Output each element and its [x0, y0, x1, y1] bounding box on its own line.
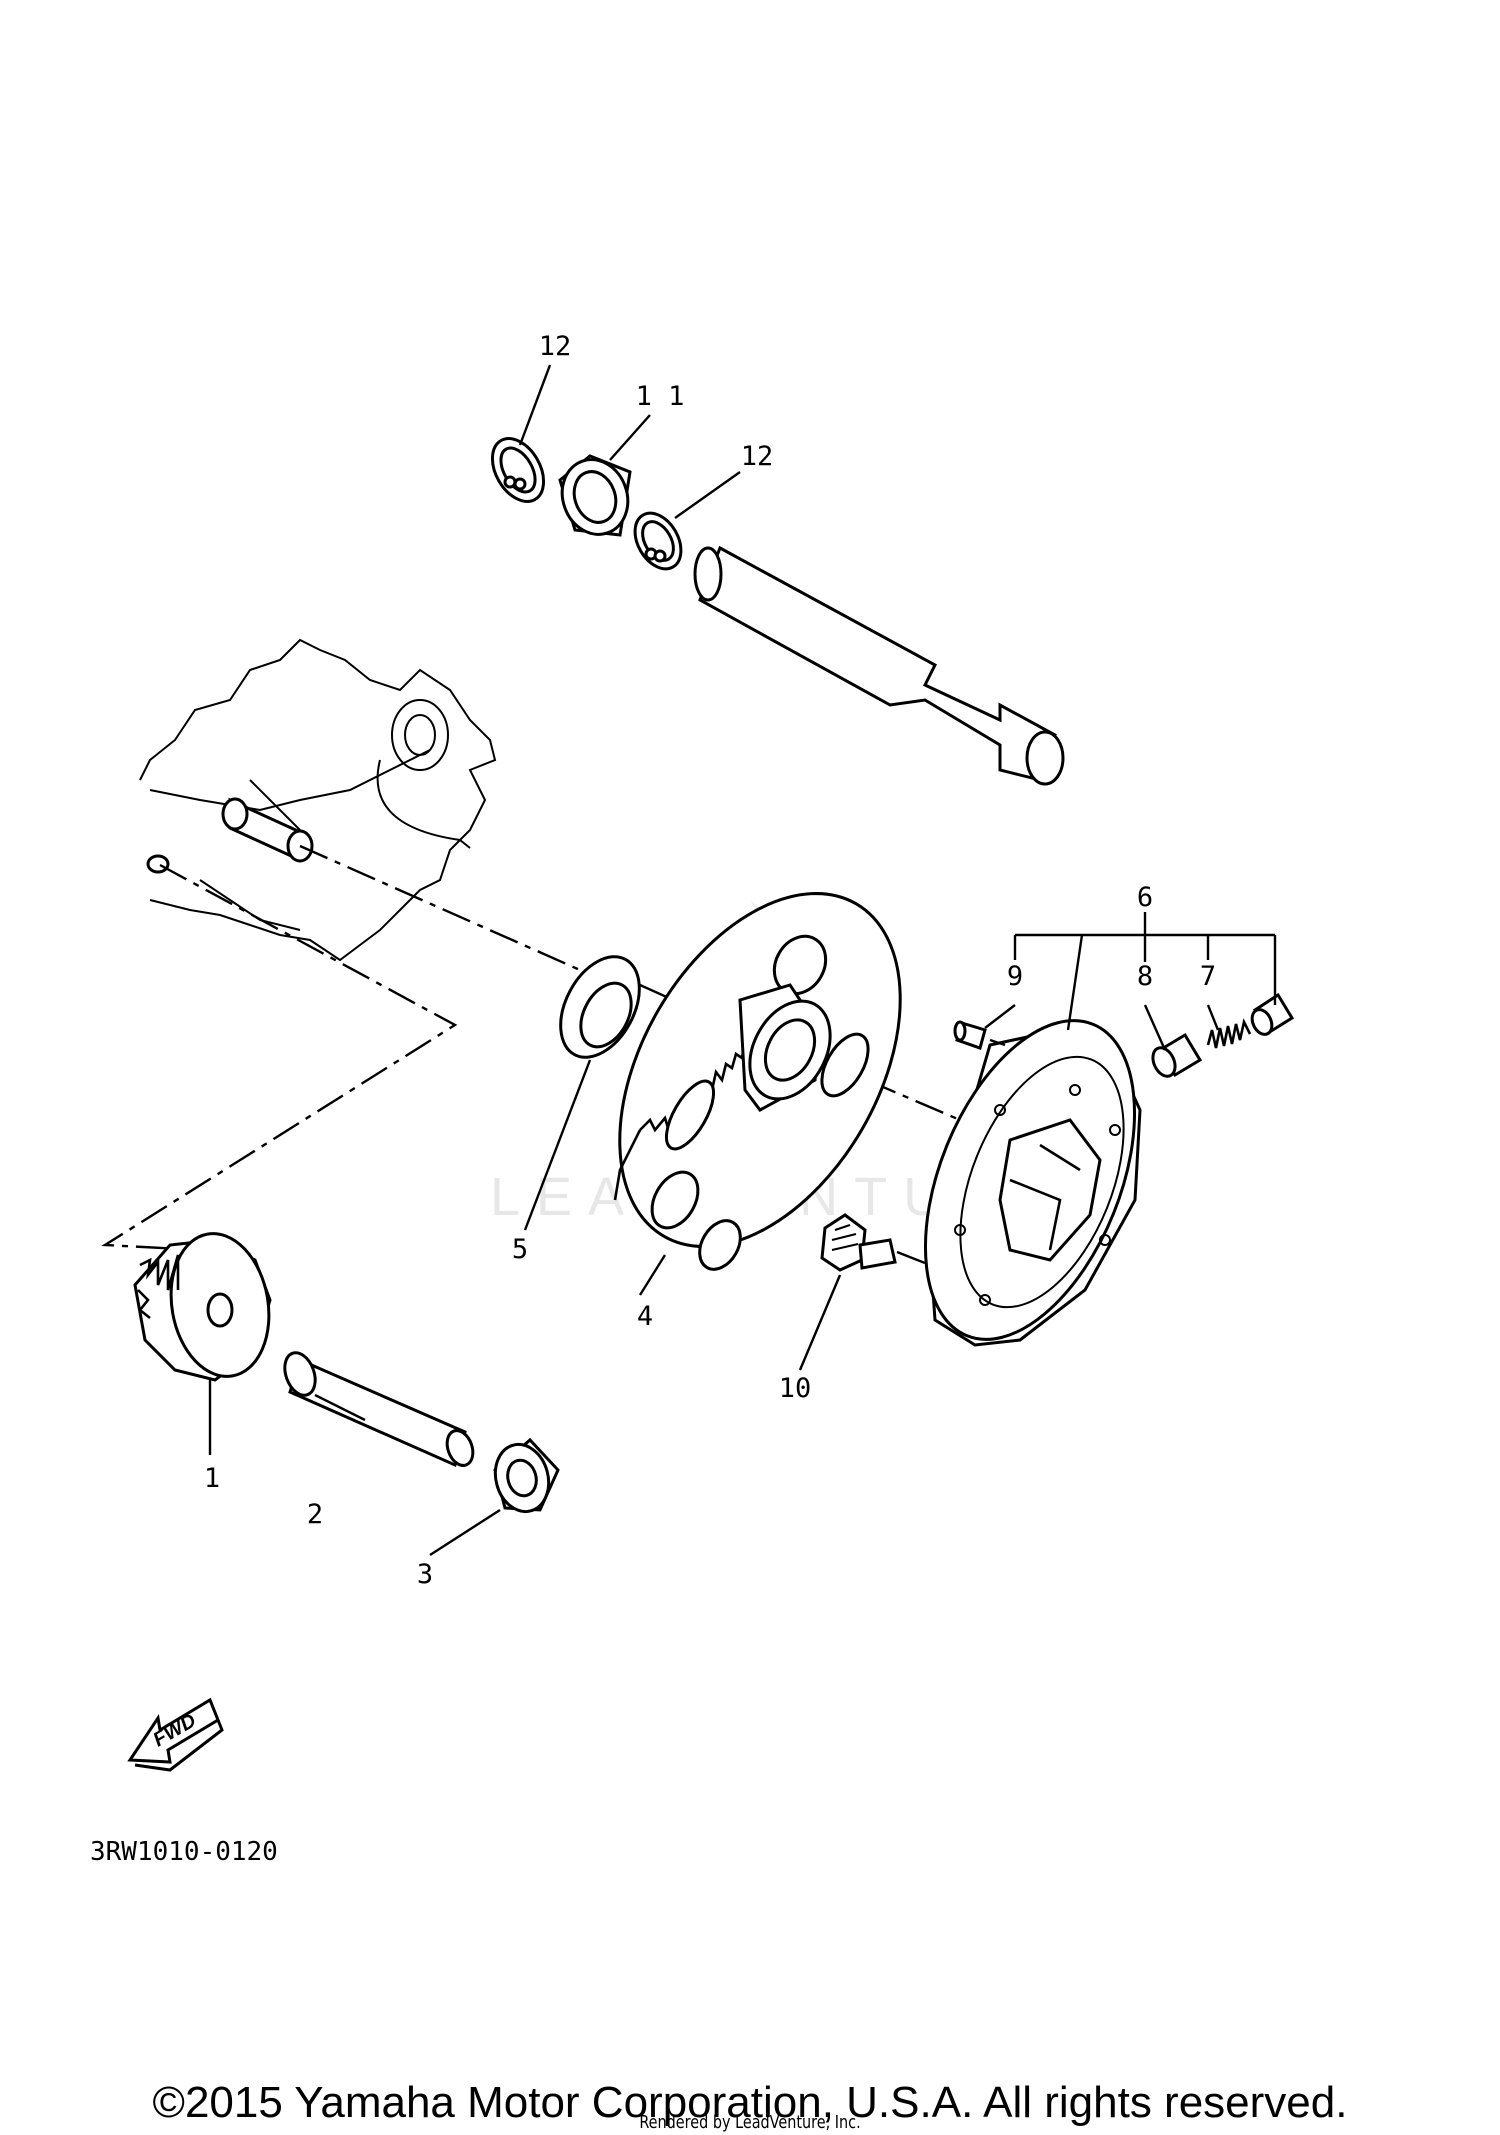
callout-12-right: 12 — [741, 441, 774, 472]
callout-4: 4 — [637, 1301, 653, 1332]
gear-axis-line — [101, 863, 458, 1252]
callout-7: 7 — [1200, 961, 1216, 992]
circlip-part-12-left — [490, 437, 546, 503]
spring-part-7 — [1206, 1018, 1252, 1049]
starter-wheel-gear-part-4 — [613, 892, 902, 1271]
callout-12-top: 12 — [539, 331, 572, 362]
diagram-code: 3RW1010-0120 — [90, 1837, 278, 1867]
callout-9: 9 — [1007, 961, 1023, 992]
bolt-axis — [896, 1250, 931, 1267]
callout-5: 5 — [512, 1234, 528, 1265]
washer-part-5 — [559, 955, 641, 1059]
plunger-part-8 — [1151, 1032, 1203, 1078]
callout-11: 1 1 — [636, 381, 685, 412]
idle-gear-part-1 — [133, 1232, 272, 1382]
fwd-arrow-icon: FWD — [127, 1697, 224, 1772]
crankshaft — [693, 545, 1065, 786]
engine-case — [139, 638, 497, 962]
cap-part-6 — [1250, 992, 1295, 1036]
callout-1: 1 — [204, 1463, 220, 1494]
roller-part-9 — [953, 1020, 987, 1050]
bearing-part-3 — [493, 1437, 560, 1514]
bolt-part-10 — [820, 1213, 897, 1272]
roller-axis — [989, 1038, 1006, 1047]
callout-3: 3 — [417, 1559, 433, 1590]
bearing-part-11 — [558, 454, 632, 537]
callout-6: 6 — [1137, 882, 1153, 913]
rendered-by-notice: Rendered by LeadVenture, Inc. — [639, 2112, 861, 2133]
idle-gear-shaft-part-2 — [283, 1351, 475, 1468]
callout-10: 10 — [779, 1373, 812, 1404]
starter-clutch-part-6 — [923, 1019, 1142, 1347]
leader-lines — [208, 364, 1220, 1557]
axis-line — [299, 844, 581, 972]
part-6-bracket — [1013, 912, 1277, 1031]
callout-2: 2 — [307, 1499, 323, 1530]
circlip-part-12-right — [633, 511, 683, 571]
copyright-notice: ©2015 Yamaha Motor Corporation, U.S.A. A… — [152, 2078, 1348, 2127]
callout-8: 8 — [1137, 961, 1153, 992]
